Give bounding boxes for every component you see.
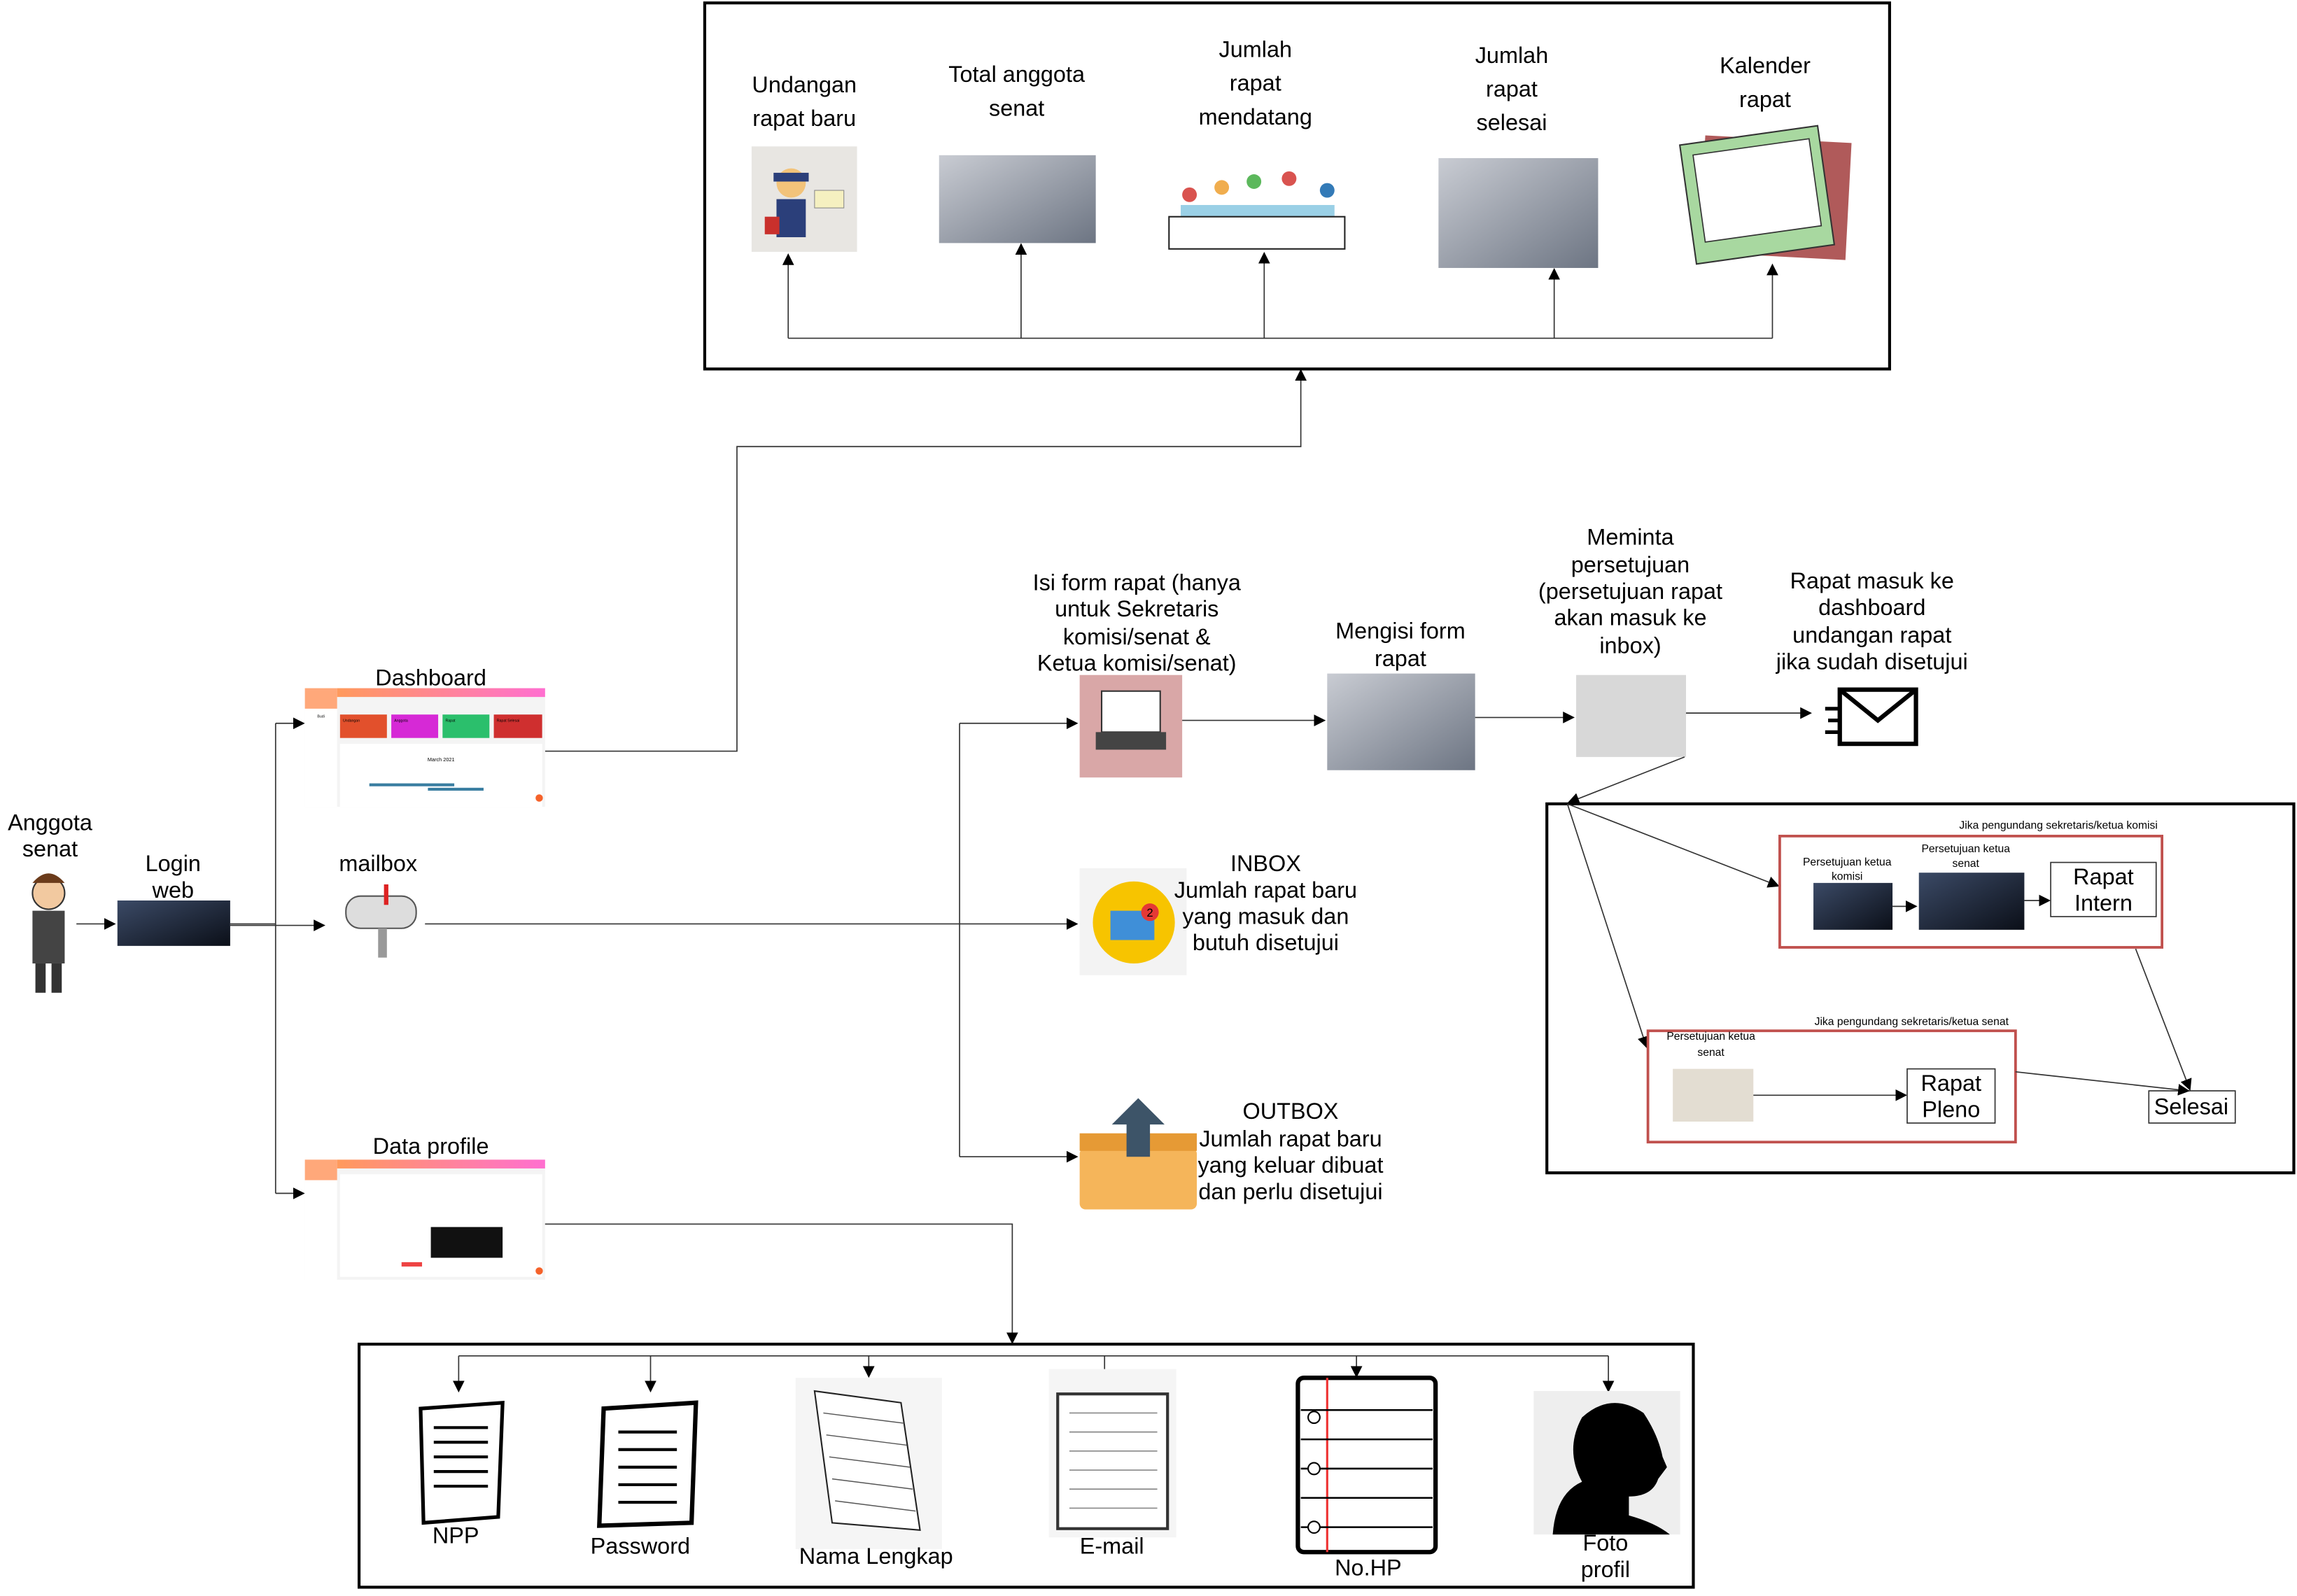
handshake-senat-photo [1918, 873, 2025, 930]
svg-text:2: 2 [1146, 906, 1153, 919]
email-notepad-icon [1048, 1369, 1176, 1538]
envelope-icon [1825, 687, 1918, 747]
laptop-form-icon [1079, 675, 1183, 778]
outbox-icon[interactable] [1079, 1098, 1197, 1210]
business-meeting-photo [939, 155, 1096, 243]
svg-text:Rapat Selesai: Rapat Selesai [497, 719, 520, 723]
rapat-pleno-box [1906, 1068, 1996, 1124]
typing-laptop-photo [1327, 673, 1475, 770]
no-hp-notebook-icon [1295, 1376, 1438, 1555]
svg-text:Budi: Budi [317, 714, 324, 719]
approval-box: Jika pengundang sekretaris/ketua komisi … [1545, 756, 2296, 1175]
nama-lengkap-paper-icon [795, 1378, 942, 1550]
person-icon [31, 873, 66, 993]
svg-text:Anggota: Anggota [394, 719, 408, 723]
data-profile-label: Data profile [373, 1134, 489, 1159]
komisi-condition-title: Jika pengundang sekretaris/ketua komisi [1959, 819, 2157, 831]
dashboard-label: Dashboard [375, 665, 486, 690]
field-nama-lengkap: Nama Lengkap [799, 1544, 953, 1569]
inbox-icon[interactable]: 2 [1079, 868, 1187, 975]
signing-paper-photo [1673, 1068, 1754, 1122]
profile-fields-box: NPP Password Nama Lengkap E-mail No.HP F… [357, 1342, 1695, 1589]
field-no-hp: No.HP [1335, 1555, 1402, 1581]
profile-silhouette-icon [1533, 1391, 1680, 1535]
svg-text:March 2021: March 2021 [428, 756, 455, 763]
svg-text:Rapat: Rapat [446, 719, 456, 723]
rapat-intern-box [2050, 861, 2157, 917]
field-npp: NPP [433, 1523, 479, 1548]
handshake-photo [1438, 158, 1599, 268]
login-laptop-photo [117, 900, 230, 946]
password-document-icon [596, 1400, 698, 1528]
data-profile-thumbnail[interactable] [304, 1159, 545, 1280]
dashboard-thumbnail[interactable]: Budi Undangan Anggota Rapat Rapat Selesa… [304, 688, 545, 807]
meeting-table-icon [1168, 171, 1346, 250]
senat-path-box [1646, 1029, 2017, 1144]
komisi-path-box [1778, 835, 2164, 949]
npp-document-icon [419, 1400, 505, 1525]
field-email: E-mail [1080, 1533, 1144, 1558]
senat-condition-title: Jika pengundang sekretaris/ketua senat [1815, 1016, 2009, 1028]
handshake-komisi-photo [1813, 882, 1893, 930]
field-password: Password [591, 1533, 690, 1558]
mailbox-label: mailbox [339, 851, 417, 876]
svg-text:Undangan: Undangan [343, 719, 360, 723]
postman-icon [751, 146, 857, 252]
signing-document-photo [1576, 675, 1687, 757]
selesai-label: Selesai [2154, 1094, 2228, 1120]
mailbox-icon[interactable] [345, 884, 417, 958]
calendar-icon [1678, 125, 1852, 265]
selesai-box [2148, 1090, 2236, 1124]
